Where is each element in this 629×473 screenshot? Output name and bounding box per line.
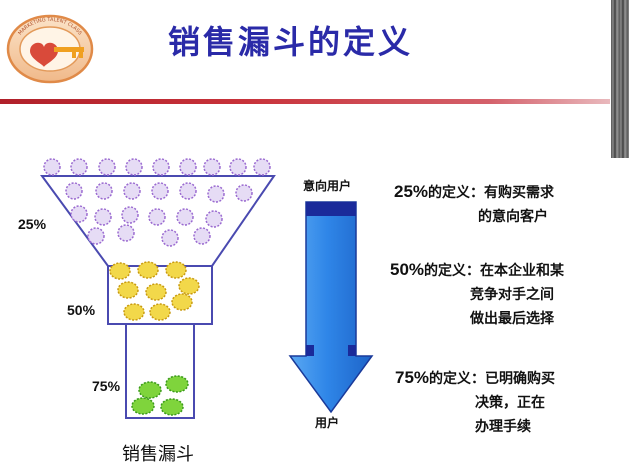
definition-25: 25%的定义：有购买需求 的意向客户 bbox=[394, 180, 554, 229]
prospect-dot bbox=[145, 283, 167, 301]
definition-line: 办理手续 bbox=[475, 419, 531, 435]
logo: MARKETING TALENT CLASS bbox=[6, 14, 94, 84]
definition-75: 75%的定义：已明确购买 决策，正在 办理手续 bbox=[395, 366, 555, 439]
definition-line: 25%的定义：有购买需求 bbox=[394, 180, 554, 205]
prospect-dot bbox=[131, 397, 155, 415]
header-divider bbox=[0, 99, 610, 104]
prospect-dot bbox=[235, 184, 253, 202]
stage-75-prospects bbox=[131, 375, 189, 416]
prospect-dot bbox=[123, 303, 145, 321]
prospect-dot bbox=[171, 293, 193, 311]
slide-title: 销售漏斗的定义 bbox=[168, 23, 414, 61]
prospect-dot bbox=[65, 182, 83, 200]
stage-label-50: 50% bbox=[67, 302, 96, 318]
prospect-dot bbox=[253, 158, 271, 176]
prospect-dot bbox=[149, 303, 171, 321]
prospect-dot bbox=[138, 381, 162, 399]
prospect-dot bbox=[125, 158, 143, 176]
funnel-outline bbox=[40, 175, 276, 419]
definition-percent: 50% bbox=[390, 260, 425, 279]
prospect-dot bbox=[148, 208, 166, 226]
prospect-dot bbox=[207, 185, 225, 203]
prospect-dot bbox=[94, 208, 112, 226]
conversion-arrow bbox=[288, 201, 374, 414]
prospect-dot bbox=[203, 158, 221, 176]
prospect-dot bbox=[117, 281, 139, 299]
prospect-dot bbox=[98, 158, 116, 176]
prospect-dot bbox=[70, 205, 88, 223]
arrow-bottom-label: 用户 bbox=[315, 416, 340, 430]
prospect-dot bbox=[179, 182, 197, 200]
prospect-dot bbox=[109, 262, 131, 280]
definition-line: 75%的定义：已明确购买 bbox=[395, 366, 555, 391]
stage-25-prospects bbox=[43, 158, 271, 247]
definition-line: 竞争对手之间 bbox=[470, 287, 554, 303]
prospect-dot bbox=[229, 158, 247, 176]
prospect-dot bbox=[117, 224, 135, 242]
prospect-dot bbox=[160, 398, 184, 416]
definition-line: 决策，正在 bbox=[475, 395, 545, 411]
prospect-dot bbox=[205, 210, 223, 228]
definition-50: 50%的定义：在本企业和某 竞争对手之间 做出最后选择 bbox=[390, 258, 564, 331]
prospect-dot bbox=[121, 206, 139, 224]
arrow-top-label: 意向用户 bbox=[303, 179, 352, 193]
prospect-dot bbox=[179, 158, 197, 176]
prospect-dot bbox=[178, 277, 200, 295]
prospect-dot bbox=[137, 261, 159, 279]
edge-decoration bbox=[611, 0, 629, 158]
prospect-dot bbox=[152, 158, 170, 176]
prospect-dot bbox=[95, 182, 113, 200]
prospect-dot bbox=[123, 182, 141, 200]
definition-line: 的意向客户 bbox=[478, 209, 548, 225]
prospect-dot bbox=[70, 158, 88, 176]
definition-line: 做出最后选择 bbox=[470, 311, 554, 327]
definition-text: 的定义：有购买需求 bbox=[428, 185, 555, 201]
prospect-dot bbox=[151, 182, 169, 200]
stage-label-75: 75% bbox=[92, 378, 121, 394]
prospect-dot bbox=[165, 261, 187, 279]
prospect-dot bbox=[193, 227, 211, 245]
prospect-dot bbox=[161, 229, 179, 247]
stage-label-25: 25% bbox=[18, 216, 47, 232]
definition-text: 的定义：已明确购买 bbox=[429, 371, 556, 387]
prospect-dot bbox=[176, 208, 194, 226]
stage-50-prospects bbox=[109, 261, 200, 321]
definition-text: 的定义：在本企业和某 bbox=[424, 263, 565, 279]
definition-line: 50%的定义：在本企业和某 bbox=[390, 258, 564, 283]
funnel-caption: 销售漏斗 bbox=[122, 444, 194, 465]
prospect-dot bbox=[43, 158, 61, 176]
prospect-dot bbox=[87, 227, 105, 245]
prospect-dot bbox=[165, 375, 189, 393]
definition-percent: 25% bbox=[394, 182, 429, 201]
definition-percent: 75% bbox=[395, 368, 430, 387]
